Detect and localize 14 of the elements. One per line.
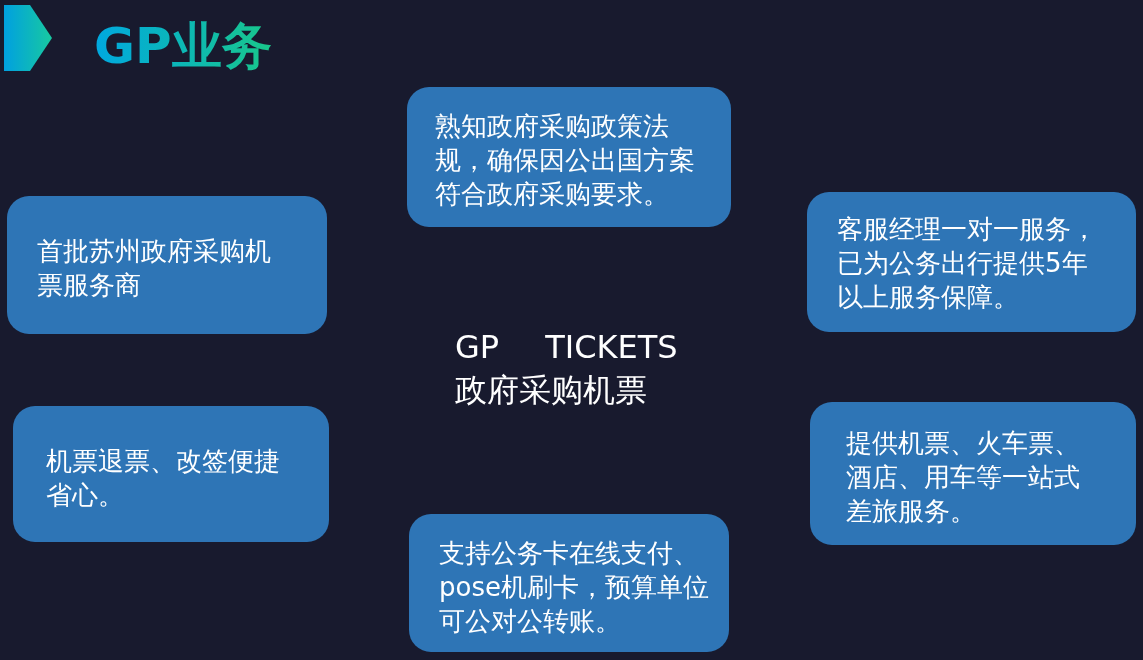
box-text: 客服经理一对一服务，已为公务出行提供5年以上服务保障。 [837, 213, 1098, 314]
info-box [810, 402, 1136, 545]
box-text: 提供机票、火车票、酒店、用车等一站式差旅服务。 [846, 427, 1081, 528]
box-text: 支持公务卡在线支付、pose机刷卡，预算单位可公对公转账。 [439, 537, 710, 638]
center-subheading: 政府采购机票 [455, 370, 647, 410]
info-box [407, 87, 731, 227]
info-box [807, 192, 1136, 332]
box-text: 首批苏州政府采购机票服务商 [37, 235, 272, 302]
center-heading: GP TICKETS [455, 327, 678, 367]
box-text: 机票退票、改签便捷省心。 [46, 445, 281, 512]
info-box [409, 514, 729, 652]
box-text: 熟知政府采购政策法规，确保因公出国方案符合政府采购要求。 [435, 110, 696, 211]
info-box [7, 196, 327, 334]
info-box [13, 406, 329, 542]
